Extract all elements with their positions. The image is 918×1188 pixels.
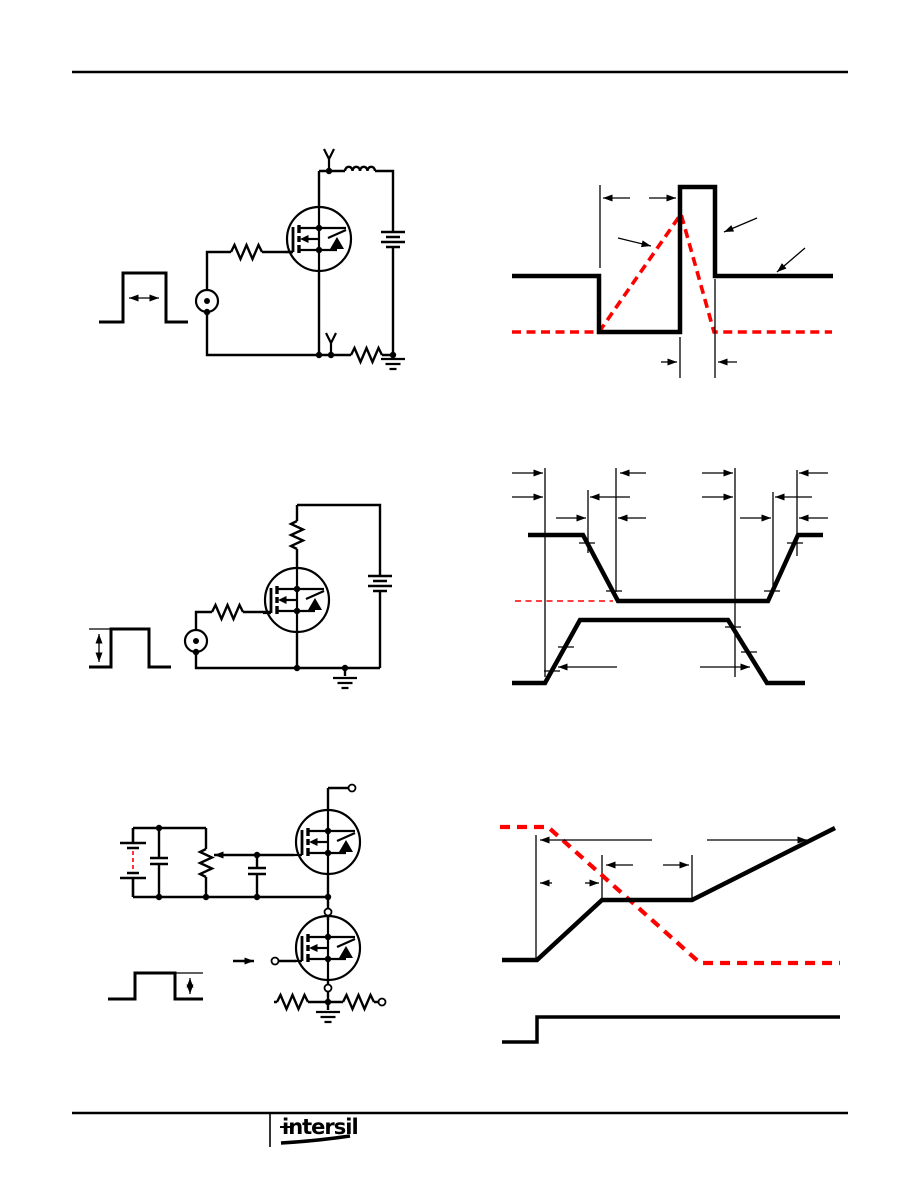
gate-and-return-wires	[205, 250, 393, 357]
adjustable-battery-icon	[120, 828, 146, 897]
figure-gate-charge-test-circuit	[108, 783, 387, 1024]
leader-arrow-baseline	[776, 247, 806, 273]
gate-and-return-wires	[194, 610, 380, 670]
figure-gate-charge-waveforms	[500, 824, 840, 1044]
supply-loop-wires	[319, 169, 395, 355]
figure-switching-test-circuit-resistive	[89, 503, 394, 690]
current-waveform	[512, 184, 833, 335]
figure-switching-time-waveforms	[512, 468, 828, 686]
left-resistor-icon	[275, 991, 310, 1013]
sense-resistor-icon	[349, 344, 384, 366]
ground-icon	[331, 676, 359, 690]
gate-input-terminal	[270, 956, 280, 966]
gate-voltage-trace	[502, 825, 837, 963]
charge-dimension-arrows	[540, 836, 807, 887]
figure-reverse-recovery-waveform	[512, 184, 833, 378]
mosfet-symbol	[261, 566, 331, 634]
battery-icon	[379, 230, 407, 249]
input-pulse-symbol	[108, 971, 203, 1001]
timing-dimension-arrows	[512, 469, 828, 671]
mid-node-terminal	[323, 907, 333, 917]
gate-voltage-trace	[512, 617, 805, 686]
inductor-icon	[343, 165, 377, 172]
gate-resistor-icon	[210, 601, 245, 623]
gate-resistor-icon	[229, 241, 264, 263]
figure-switching-test-circuit-inductive	[99, 147, 407, 371]
mosfet-symbol	[283, 205, 353, 273]
supply-rails	[133, 826, 328, 899]
capacitor-icon	[148, 856, 170, 866]
di-dt-ramp-dashed	[597, 209, 832, 334]
intersil-logo: intersil	[282, 1115, 359, 1139]
current-source-icon	[194, 288, 220, 314]
drain-voltage-dashed-trace	[500, 824, 840, 966]
battery-icon	[366, 574, 394, 593]
right-resistor-icon	[341, 991, 376, 1013]
input-pulse-symbol	[99, 271, 188, 324]
supply-loop-wires	[297, 503, 382, 668]
sense-terminal	[377, 997, 387, 1007]
input-pulse-symbol	[89, 627, 171, 669]
upper-mosfet-symbol	[292, 808, 362, 876]
leader-arrow-ramp	[617, 237, 652, 248]
potentiometer-icon	[197, 847, 215, 879]
lower-mosfet-symbol	[292, 914, 362, 982]
cascode-wires	[326, 786, 348, 1002]
slope-tick-marks	[544, 542, 803, 672]
logo-swoosh	[280, 1134, 351, 1145]
capacitor-icon	[246, 866, 268, 876]
drain-resistor-icon	[288, 519, 306, 551]
leader-arrow-edge	[723, 217, 758, 233]
ground-icon	[314, 1010, 342, 1024]
current-source-icon	[183, 628, 209, 654]
source-node-terminal	[323, 983, 333, 993]
gate-current-step-trace	[502, 1015, 840, 1044]
drain-voltage-trace	[528, 532, 823, 604]
drain-terminal	[347, 783, 357, 793]
ground-icon	[379, 357, 407, 371]
